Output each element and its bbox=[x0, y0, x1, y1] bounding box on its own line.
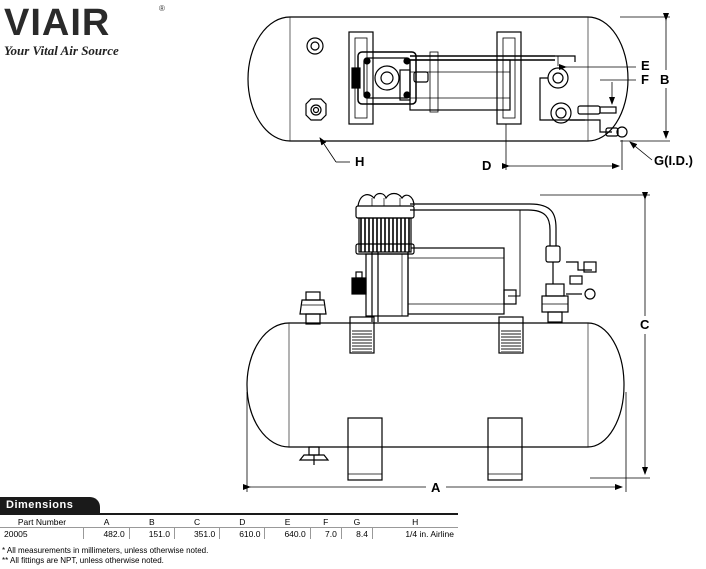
side-tank-outline bbox=[246, 322, 625, 448]
header-a: A bbox=[103, 516, 110, 527]
dim-label-g: G(I.D.) bbox=[654, 153, 693, 168]
value-g: 8.4 bbox=[341, 527, 373, 539]
dim-label-e: E bbox=[641, 58, 650, 73]
footnote-1: * All measurements in millimeters, unles… bbox=[2, 546, 209, 555]
brand-logo: VIAIR ® Your Vital Air Source bbox=[4, 2, 165, 58]
dim-lines-side bbox=[243, 192, 650, 492]
top-view bbox=[247, 13, 670, 170]
value-c: 351.0 bbox=[174, 527, 221, 539]
airline-fitting bbox=[305, 98, 327, 121]
header-d: D bbox=[239, 516, 246, 527]
header-h: H bbox=[412, 516, 419, 527]
dimensions-tab: Dimensions bbox=[0, 497, 100, 513]
dim-lines-top bbox=[319, 13, 670, 170]
brand-wordmark: VIAIR bbox=[4, 2, 111, 44]
tank-bracket-2 bbox=[498, 316, 524, 354]
header-f: F bbox=[323, 516, 329, 527]
outlet-hose bbox=[410, 203, 557, 246]
value-e: 640.0 bbox=[264, 527, 311, 539]
bracket-left bbox=[348, 31, 374, 125]
brand-tagline: Your Vital Air Source bbox=[4, 43, 119, 58]
tank-foot-right bbox=[487, 417, 523, 481]
header-g: G bbox=[353, 516, 361, 527]
footnote-2: ** All fittings are NPT, unless otherwis… bbox=[2, 556, 164, 565]
dim-label-b: B bbox=[660, 72, 670, 87]
registered-mark: ® bbox=[159, 4, 165, 13]
header-e: E bbox=[284, 516, 291, 527]
tank-bracket-1 bbox=[349, 316, 375, 354]
value-a: 482.0 bbox=[83, 527, 130, 539]
dimensions-table: Part Number A B C D E F G H 20005 482.0 … bbox=[0, 516, 458, 539]
value-part-number: 20005 bbox=[0, 527, 85, 539]
dim-label-d: D bbox=[482, 158, 492, 173]
value-d: 610.0 bbox=[219, 527, 266, 539]
pressure-switch-side bbox=[541, 245, 597, 323]
cylinder-fins bbox=[355, 192, 415, 255]
bracket-right bbox=[496, 31, 522, 125]
dim-label-f: F bbox=[641, 72, 649, 87]
dim-label-c: C bbox=[640, 317, 650, 332]
header-part-number: Part Number bbox=[17, 516, 67, 527]
value-f: 7.0 bbox=[310, 527, 342, 539]
pressure-switch-top bbox=[539, 67, 628, 138]
dimensions-value-row: 20005 482.0 151.0 351.0 610.0 640.0 7.0 … bbox=[0, 527, 458, 539]
cylinder-head-top bbox=[351, 51, 429, 105]
top-port-fitting bbox=[306, 37, 324, 55]
dim-label-a: A bbox=[431, 480, 441, 495]
tank-foot-left bbox=[347, 417, 383, 481]
dim-label-h: H bbox=[355, 154, 365, 169]
drain-valve bbox=[298, 446, 330, 465]
value-b: 151.0 bbox=[129, 527, 175, 539]
dimensions-rule bbox=[0, 513, 458, 515]
top-port-side bbox=[299, 291, 327, 325]
motor-top bbox=[409, 59, 511, 111]
side-view bbox=[243, 192, 650, 492]
value-h: 1/4 in. Airline bbox=[372, 527, 458, 539]
footnotes: * All measurements in millimeters, unles… bbox=[2, 546, 208, 566]
header-b: B bbox=[149, 516, 155, 527]
header-c: C bbox=[194, 516, 201, 527]
dimensions-header-row: Part Number A B C D E F G H bbox=[0, 516, 458, 528]
